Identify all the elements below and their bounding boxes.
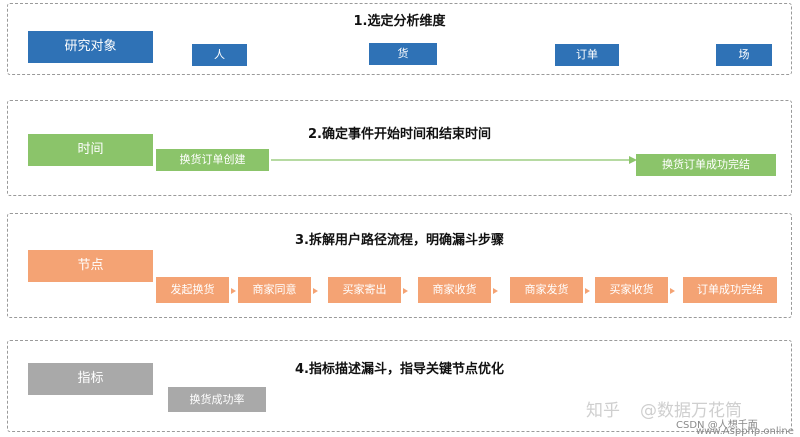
event-start: 换货订单创建 [156,149,269,171]
section-title: 3.拆解用户路径流程，明确漏斗步骤 [295,233,504,248]
section-time: 2.确定事件开始时间和结束时间 时间 换货订单创建 换货订单成功完结 [7,100,792,196]
watermark-site: www.Aspphp.online [696,426,794,437]
step-arrow [670,288,675,294]
dimension-order: 订单 [555,44,619,66]
step-arrow [403,288,408,294]
step-merchant-agree: 商家同意 [238,277,311,303]
category-nodes: 节点 [28,250,153,282]
step-merchant-ship: 商家发货 [510,277,583,303]
section-nodes: 3.拆解用户路径流程，明确漏斗步骤 节点 发起换货 商家同意 买家寄出 商家收货… [7,213,792,318]
watermark-author: @数据万花筒 [640,401,742,421]
step-arrow [231,288,236,294]
event-end: 换货订单成功完结 [636,154,776,176]
section-title: 1.选定分析维度 [353,14,446,29]
dimension-scene: 场 [716,44,772,66]
category-time: 时间 [28,134,153,166]
dimension-person: 人 [192,44,247,66]
watermark-csdn: CSDN @人想千面 [676,420,758,431]
watermark-zhihu: 知乎 [586,401,620,421]
section-metrics: 4.指标描述漏斗，指导关键节点优化 指标 换货成功率 [7,340,792,432]
arrow-connector [271,156,637,164]
step-order-complete: 订单成功完结 [683,277,777,303]
dimension-goods: 货 [369,43,437,65]
section-dimensions: 1.选定分析维度 研究对象 人 货 订单 场 [7,3,792,75]
section-title: 2.确定事件开始时间和结束时间 [308,127,491,142]
step-initiate-exchange: 发起换货 [156,277,229,303]
step-arrow [585,288,590,294]
category-research-object: 研究对象 [28,31,153,63]
step-arrow [313,288,318,294]
step-merchant-receive: 商家收货 [418,277,491,303]
step-buyer-receive: 买家收货 [595,277,668,303]
section-title: 4.指标描述漏斗，指导关键节点优化 [295,362,504,377]
step-buyer-ship: 买家寄出 [328,277,401,303]
metric-exchange-success-rate: 换货成功率 [168,387,266,412]
step-arrow [493,288,498,294]
category-metrics: 指标 [28,363,153,395]
